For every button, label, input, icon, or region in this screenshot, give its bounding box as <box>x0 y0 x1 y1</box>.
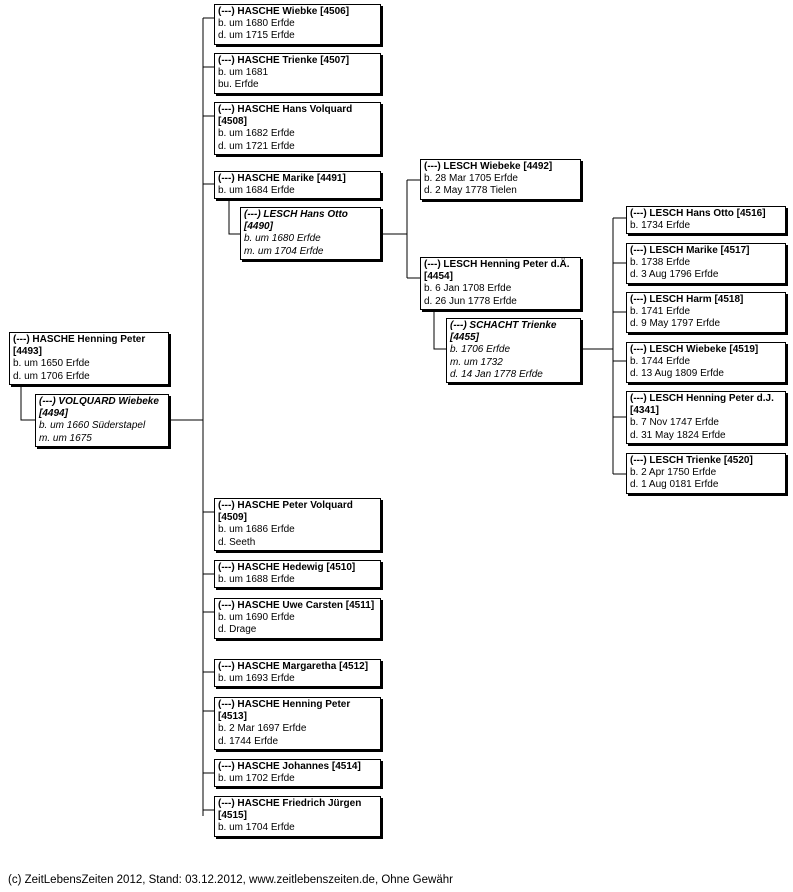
person-detail: d. Seeth <box>218 536 256 548</box>
person-detail: b. um 1704 Erfde <box>218 822 295 834</box>
person-box-4518[interactable]: (---) LESCH Harm [4518] b. 1741 Erfde d.… <box>626 292 786 333</box>
person-name: (---) HASCHE Wiebke [4506] <box>218 6 350 17</box>
person-detail: b. 1744 Erfde <box>630 356 691 368</box>
person-name: (---) LESCH Trienke [4520] <box>630 455 753 466</box>
person-box-4514[interactable]: (---) HASCHE Johannes [4514] b. um 1702 … <box>214 759 381 788</box>
person-detail: b. um 1693 Erfde <box>218 673 295 685</box>
person-box-4517[interactable]: (---) LESCH Marike [4517] b. 1738 Erfde … <box>626 243 786 284</box>
person-name: (---) LESCH Henning Peter d.J. [4341] <box>630 393 774 417</box>
person-detail: d. um 1721 Erfde <box>218 140 295 152</box>
spouse-box-4494[interactable]: (---) VOLQUARD Wiebeke [4494] b. um 1660… <box>35 394 169 447</box>
person-name: (---) LESCH Wiebeke [4519] <box>630 344 759 355</box>
person-detail: b. um 1682 Erfde <box>218 128 295 140</box>
person-detail: d. 3 Aug 1796 Erfde <box>630 269 719 281</box>
person-detail: d. 1 Aug 0181 Erfde <box>630 479 719 491</box>
connector <box>20 384 35 421</box>
person-detail: b. 1738 Erfde <box>630 257 691 269</box>
person-detail: d. 13 Aug 1809 Erfde <box>630 368 724 380</box>
person-name: (---) LESCH Hans Otto [4490] <box>244 209 348 233</box>
person-box-4512[interactable]: (---) HASCHE Margaretha [4512] b. um 169… <box>214 659 381 688</box>
person-name: (---) HASCHE Johannes [4514] <box>218 761 361 772</box>
person-detail: m. um 1675 <box>39 432 92 444</box>
person-name: (---) HASCHE Marike [4491] <box>218 173 346 184</box>
person-detail: b. 2 Apr 1750 Erfde <box>630 467 717 479</box>
person-detail: d. um 1715 Erfde <box>218 30 295 42</box>
person-detail: m. um 1732 <box>450 356 503 368</box>
person-detail: b. um 1688 Erfde <box>218 574 295 586</box>
spouse-box-4455[interactable]: (---) SCHACHT Trienke [4455] b. 1706 Erf… <box>446 318 581 384</box>
person-detail: d. 9 May 1797 Erfde <box>630 318 721 330</box>
person-detail: b. um 1684 Erfde <box>218 185 295 197</box>
person-name: (---) HASCHE Friedrich Jürgen [4515] <box>218 798 362 822</box>
copyright-footer: (c) ZeitLebensZeiten 2012, Stand: 03.12.… <box>8 874 453 886</box>
person-detail: d. Drage <box>218 624 257 636</box>
person-detail: d. 14 Jan 1778 Erfde <box>450 368 543 380</box>
person-detail: b. um 1660 Süderstapel <box>39 420 146 432</box>
person-detail: d. 31 May 1824 Erfde <box>630 429 726 441</box>
person-name: (---) HASCHE Hans Volquard [4508] <box>218 104 353 128</box>
person-name: (---) HASCHE Uwe Carsten [4511] <box>218 600 375 611</box>
person-box-4454[interactable]: (---) LESCH Henning Peter d.Ä. [4454] b.… <box>420 257 581 310</box>
person-detail: d. 26 Jun 1778 Erfde <box>424 295 517 307</box>
person-box-4491[interactable]: (---) HASCHE Marike [4491] b. um 1684 Er… <box>214 171 381 200</box>
person-box-4509[interactable]: (---) HASCHE Peter Volquard [4509] b. um… <box>214 498 381 551</box>
person-box-4519[interactable]: (---) LESCH Wiebeke [4519] b. 1744 Erfde… <box>626 342 786 383</box>
person-detail: b. um 1650 Erfde <box>13 358 90 370</box>
person-box-4507[interactable]: (---) HASCHE Trienke [4507] b. um 1681 b… <box>214 53 381 94</box>
person-name: (---) SCHACHT Trienke [4455] <box>450 320 557 344</box>
person-name: (---) HASCHE Peter Volquard [4509] <box>218 500 353 524</box>
person-name: (---) LESCH Wiebeke [4492] <box>424 161 553 172</box>
person-detail: b. um 1702 Erfde <box>218 773 295 785</box>
person-name: (---) LESCH Hans Otto [4516] <box>630 208 766 219</box>
person-detail: d. um 1706 Erfde <box>13 370 90 382</box>
person-box-4341[interactable]: (---) LESCH Henning Peter d.J. [4341] b.… <box>626 391 786 444</box>
person-detail: bu. Erfde <box>218 79 259 91</box>
person-box-4520[interactable]: (---) LESCH Trienke [4520] b. 2 Apr 1750… <box>626 453 786 494</box>
person-box-4493[interactable]: (---) HASCHE Henning Peter [4493] b. um … <box>9 332 169 385</box>
person-box-4511[interactable]: (---) HASCHE Uwe Carsten [4511] b. um 16… <box>214 598 381 639</box>
person-name: (---) HASCHE Hedewig [4510] <box>218 562 356 573</box>
person-name: (---) HASCHE Trienke [4507] <box>218 55 350 66</box>
person-box-4492[interactable]: (---) LESCH Wiebeke [4492] b. 28 Mar 170… <box>420 159 581 200</box>
person-detail: b. 2 Mar 1697 Erfde <box>218 723 307 735</box>
person-detail: b. um 1680 Erfde <box>218 18 295 30</box>
person-detail: b. um 1686 Erfde <box>218 524 295 536</box>
person-name: (---) VOLQUARD Wiebeke [4494] <box>39 396 159 420</box>
person-detail: b. um 1690 Erfde <box>218 612 295 624</box>
person-name: (---) HASCHE Henning Peter [4513] <box>218 699 351 723</box>
connector <box>228 197 240 235</box>
person-box-4510[interactable]: (---) HASCHE Hedewig [4510] b. um 1688 E… <box>214 560 381 589</box>
person-detail: b. um 1681 <box>218 67 269 79</box>
person-name: (---) LESCH Harm [4518] <box>630 294 744 305</box>
person-detail: b. 6 Jan 1708 Erfde <box>424 283 512 295</box>
person-detail: b. 1741 Erfde <box>630 306 691 318</box>
person-detail: b. um 1680 Erfde <box>244 233 321 245</box>
person-detail: b. 1734 Erfde <box>630 220 691 232</box>
person-detail: b. 28 Mar 1705 Erfde <box>424 173 518 185</box>
person-detail: d. 2 May 1778 Tielen <box>424 185 517 197</box>
person-detail: m. um 1704 Erfde <box>244 245 324 257</box>
person-name: (---) LESCH Henning Peter d.Ä. [4454] <box>424 259 570 283</box>
person-detail: b. 7 Nov 1747 Erfde <box>630 417 719 429</box>
person-detail: d. 1744 Erfde <box>218 735 279 747</box>
person-name: (---) HASCHE Henning Peter [4493] <box>13 334 146 358</box>
person-name: (---) LESCH Marike [4517] <box>630 245 750 256</box>
person-box-4516[interactable]: (---) LESCH Hans Otto [4516] b. 1734 Erf… <box>626 206 786 235</box>
person-detail: b. 1706 Erfde <box>450 344 511 356</box>
person-box-4506[interactable]: (---) HASCHE Wiebke [4506] b. um 1680 Er… <box>214 4 381 45</box>
person-name: (---) HASCHE Margaretha [4512] <box>218 661 369 672</box>
connector <box>433 308 446 350</box>
spouse-box-4490[interactable]: (---) LESCH Hans Otto [4490] b. um 1680 … <box>240 207 381 260</box>
person-box-4515[interactable]: (---) HASCHE Friedrich Jürgen [4515] b. … <box>214 796 381 837</box>
person-box-4508[interactable]: (---) HASCHE Hans Volquard [4508] b. um … <box>214 102 381 155</box>
person-box-4513[interactable]: (---) HASCHE Henning Peter [4513] b. 2 M… <box>214 697 381 750</box>
